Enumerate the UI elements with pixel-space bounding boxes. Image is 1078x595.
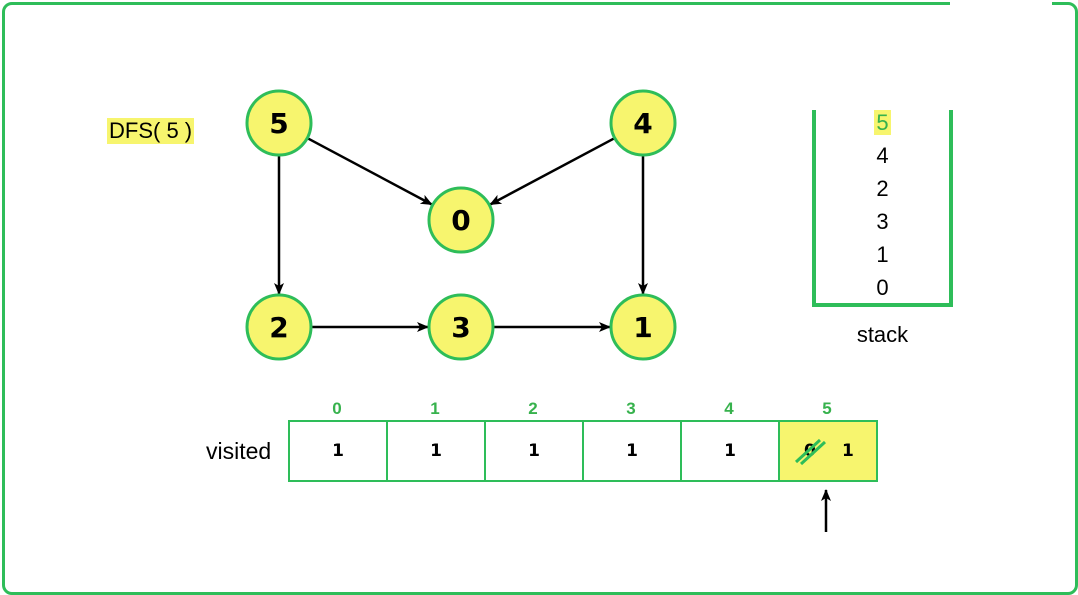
graph-node-circle: [245, 89, 313, 157]
stack-item: 2: [876, 176, 889, 201]
visited-index: 0: [332, 399, 342, 418]
stack-caption: stack: [856, 322, 909, 347]
graph-node-label: 0: [451, 204, 470, 237]
graph-node-label: 5: [269, 107, 288, 140]
graph-node-label: 1: [633, 311, 652, 344]
graph-node-circle: [609, 293, 677, 361]
visited-cell: 1: [682, 422, 780, 480]
graph-node-circle: [609, 89, 677, 157]
graph-node-circle: [427, 186, 495, 254]
graph-node-2: 2: [245, 293, 313, 361]
graph-node-label: 3: [451, 311, 470, 344]
visited-index: 4: [724, 399, 734, 418]
graph-node-label: 2: [269, 311, 288, 344]
visited-index: 1: [430, 399, 440, 418]
dfs-call-label: DFS( 5 ): [107, 118, 195, 144]
graph-edge-4-0: [489, 136, 616, 206]
stack-container: 5 4 2 3 1 0: [812, 110, 953, 307]
stack-item: 4: [876, 143, 889, 168]
visited-index: 2: [528, 399, 538, 418]
graph-node-circle: [245, 293, 313, 361]
visited-index: 3: [626, 399, 636, 418]
visited-cell: 1: [290, 422, 388, 480]
graph-node-5: 5: [245, 89, 313, 157]
graph-edge-5-0: [306, 136, 433, 206]
visited-cell: 1: [388, 422, 486, 480]
strikethrough-icon: [794, 438, 826, 466]
visited-cell: 1: [584, 422, 682, 480]
stack-item: 3: [876, 209, 889, 234]
graph-node-0: 0: [427, 186, 495, 254]
stack-item: 5: [874, 110, 891, 135]
visited-index: 5: [822, 399, 832, 418]
graph-node-circle: [427, 293, 495, 361]
graph-node-4: 4: [609, 89, 677, 157]
frame-notch: [950, 0, 1052, 6]
stack-item: 1: [876, 242, 889, 267]
graph-node-3: 3: [427, 293, 495, 361]
visited-cell-current: 0 1: [780, 422, 876, 480]
visited-cell: 1: [486, 422, 584, 480]
stack-item: 0: [876, 275, 889, 300]
visited-new-value: 1: [842, 441, 854, 461]
visited-label: visited: [206, 438, 272, 464]
graph-node-1: 1: [609, 293, 677, 361]
graph-node-label: 4: [633, 107, 652, 140]
visited-array: 1 1 1 1 1 0 1: [288, 420, 878, 482]
